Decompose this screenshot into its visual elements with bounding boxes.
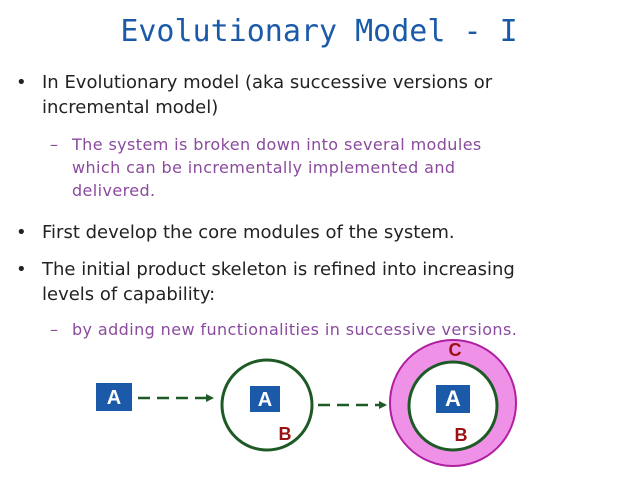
subbullet-line: by adding new functionalities in success… [72,320,518,339]
bullet-line: incremental model) [42,97,219,118]
subbullet-line: which can be incrementally implemented a… [72,158,456,177]
slide-title: Evolutionary Model - I [120,14,518,49]
subbullet-line: The system is broken down into several m… [72,135,482,154]
subbullet-line: delivered. [72,181,156,200]
module-a-box-v1 [96,383,132,411]
subbullet-marker: – [50,135,59,154]
bullet-marker: • [16,259,27,280]
bullet-line: First develop the core modules of the sy… [42,222,455,243]
module-a-box-v2 [250,386,280,412]
bullet-line: In Evolutionary model (aka successive ve… [42,72,493,93]
bullet-line: The initial product skeleton is refined … [42,259,515,280]
subbullet-marker: – [50,320,59,339]
bullet-marker: • [16,222,27,243]
module-a-box-v3 [436,385,470,413]
module-b-label-v2: B [279,424,292,444]
module-a-label-v1: A [107,387,121,409]
module-a-label-v3: A [445,386,461,411]
bullet-marker: • [16,72,27,93]
module-c-label-v3: C [449,340,462,360]
module-a-label-v2: A [258,389,272,411]
module-b-label-v3: B [455,425,468,445]
bullet-line: levels of capability: [42,284,216,305]
